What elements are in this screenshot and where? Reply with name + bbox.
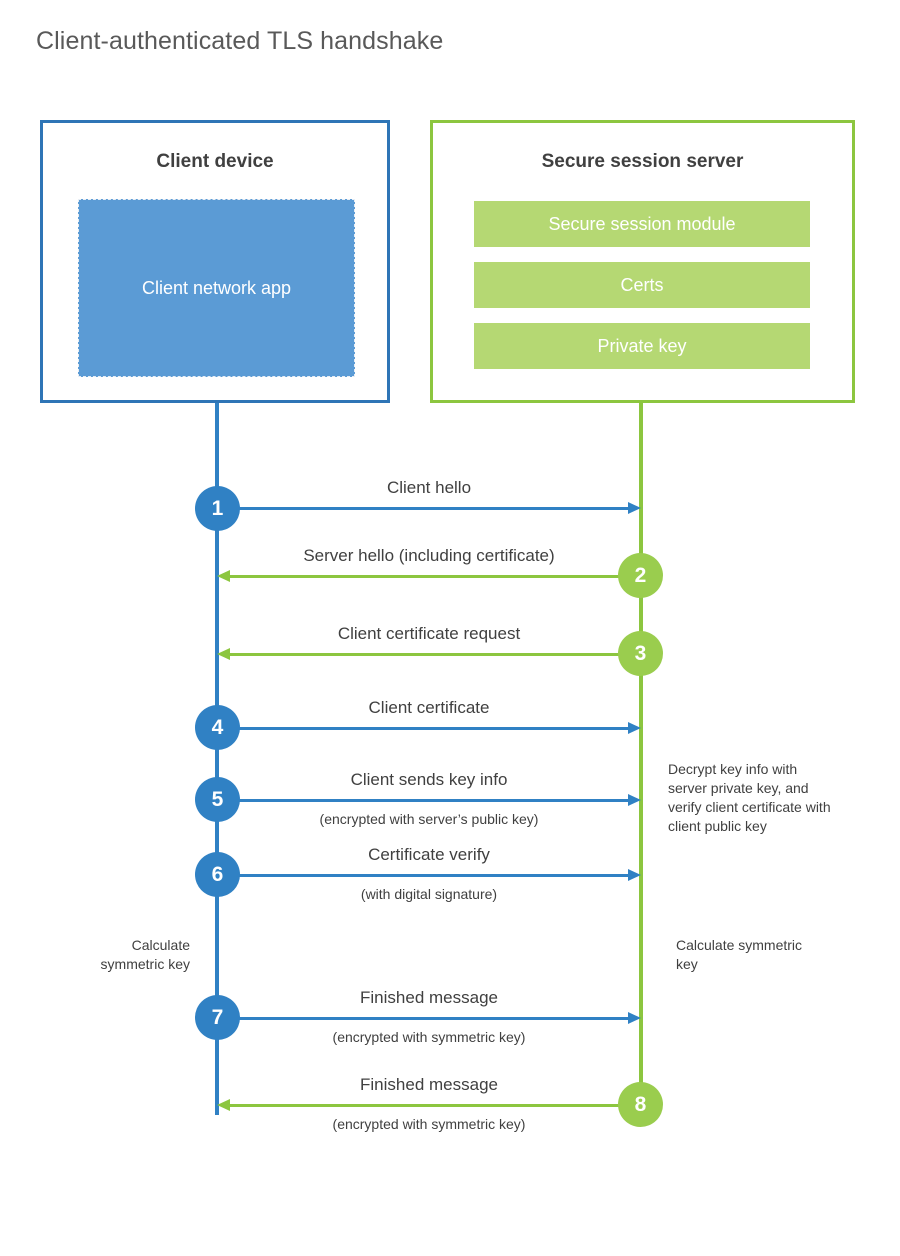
message-6-line [217,874,628,877]
client-lifeline [215,403,219,1115]
step-badge-1: 1 [195,486,240,531]
message-6-arrowhead [628,869,641,881]
note-client-calculate-symmetric-key: Calculate symmetric key [100,937,190,972]
message-3-label: Client certificate request [337,624,521,643]
server-module-private-key: Private key [474,323,810,369]
message-5-line [217,799,628,802]
message-6-label: Certificate verify [368,845,490,864]
server-module-list: Secure session module Certs Private key [474,201,810,369]
step-badge-1-number: 1 [211,496,224,520]
server-module-certs: Certs [474,262,810,308]
server-module-secure-session-module: Secure session module [474,201,810,247]
message-5-arrowhead [628,794,641,806]
step-badge-8-number: 8 [634,1092,647,1116]
message-7-sublabel: (encrypted with symmetric key) [332,1029,526,1045]
step-badge-6-number: 6 [211,862,224,886]
message-5-label: Client sends key info [350,770,508,789]
secure-session-server-box: Secure session server Secure session mod… [430,120,855,403]
step-badge-3: 3 [618,631,663,676]
message-2-arrowhead [217,570,230,582]
client-device-box: Client device Client network app [40,120,390,403]
message-7-line [217,1017,628,1020]
message-1: Client hello [217,478,641,514]
step-badge-2-number: 2 [634,563,647,587]
message-3-arrowhead [217,648,230,660]
client-network-app-block: Client network app [78,199,355,377]
step-badge-4: 4 [195,705,240,750]
message-7: Finished message (encrypted with symmetr… [217,988,641,1045]
step-badge-7-number: 7 [211,1005,224,1029]
message-7-label: Finished message [360,988,498,1007]
step-badge-2: 2 [618,553,663,598]
message-2-line [230,575,641,578]
step-badge-5: 5 [195,777,240,822]
message-1-line [217,507,628,510]
message-2-label: Server hello (including certificate) [303,546,555,565]
step-badge-8: 8 [618,1082,663,1127]
page-title: Client-authenticated TLS handshake [36,27,444,55]
message-8-arrowhead [217,1099,230,1111]
message-5-sublabel: (encrypted with server’s public key) [319,811,539,827]
client-network-app-label: Client network app [141,278,292,298]
message-6: Certificate verify (with digital signatu… [217,845,641,902]
message-3: Client certificate request [217,624,641,660]
message-6-sublabel: (with digital signature) [360,886,498,902]
message-8-label: Finished message [360,1075,498,1094]
message-7-arrowhead [628,1012,641,1024]
message-4-arrowhead [628,722,641,734]
message-4-label: Client certificate [368,698,490,717]
note-server-calculate-symmetric-key: Calculate symmetric key [676,937,803,972]
step-badge-6: 6 [195,852,240,897]
message-8-sublabel: (encrypted with symmetric key) [332,1116,526,1132]
message-1-label: Client hello [386,478,472,497]
message-8-line [230,1104,641,1107]
server-lifeline [639,403,643,1105]
message-4-line [217,727,628,730]
message-3-line [230,653,641,656]
step-badge-5-number: 5 [211,787,224,811]
message-1-arrowhead [628,502,641,514]
step-badge-7: 7 [195,995,240,1040]
message-4: Client certificate [217,698,641,734]
step-badge-4-number: 4 [211,715,224,739]
secure-session-server-title: Secure session server [541,151,744,172]
client-device-title: Client device [156,151,274,172]
message-5: Client sends key info (encrypted with se… [217,770,641,827]
step-badge-3-number: 3 [634,641,647,665]
note-server-decrypt: Decrypt key info with server private key… [668,761,831,834]
message-8: Finished message (encrypted with symmetr… [217,1075,641,1132]
message-2: Server hello (including certificate) [217,546,641,582]
